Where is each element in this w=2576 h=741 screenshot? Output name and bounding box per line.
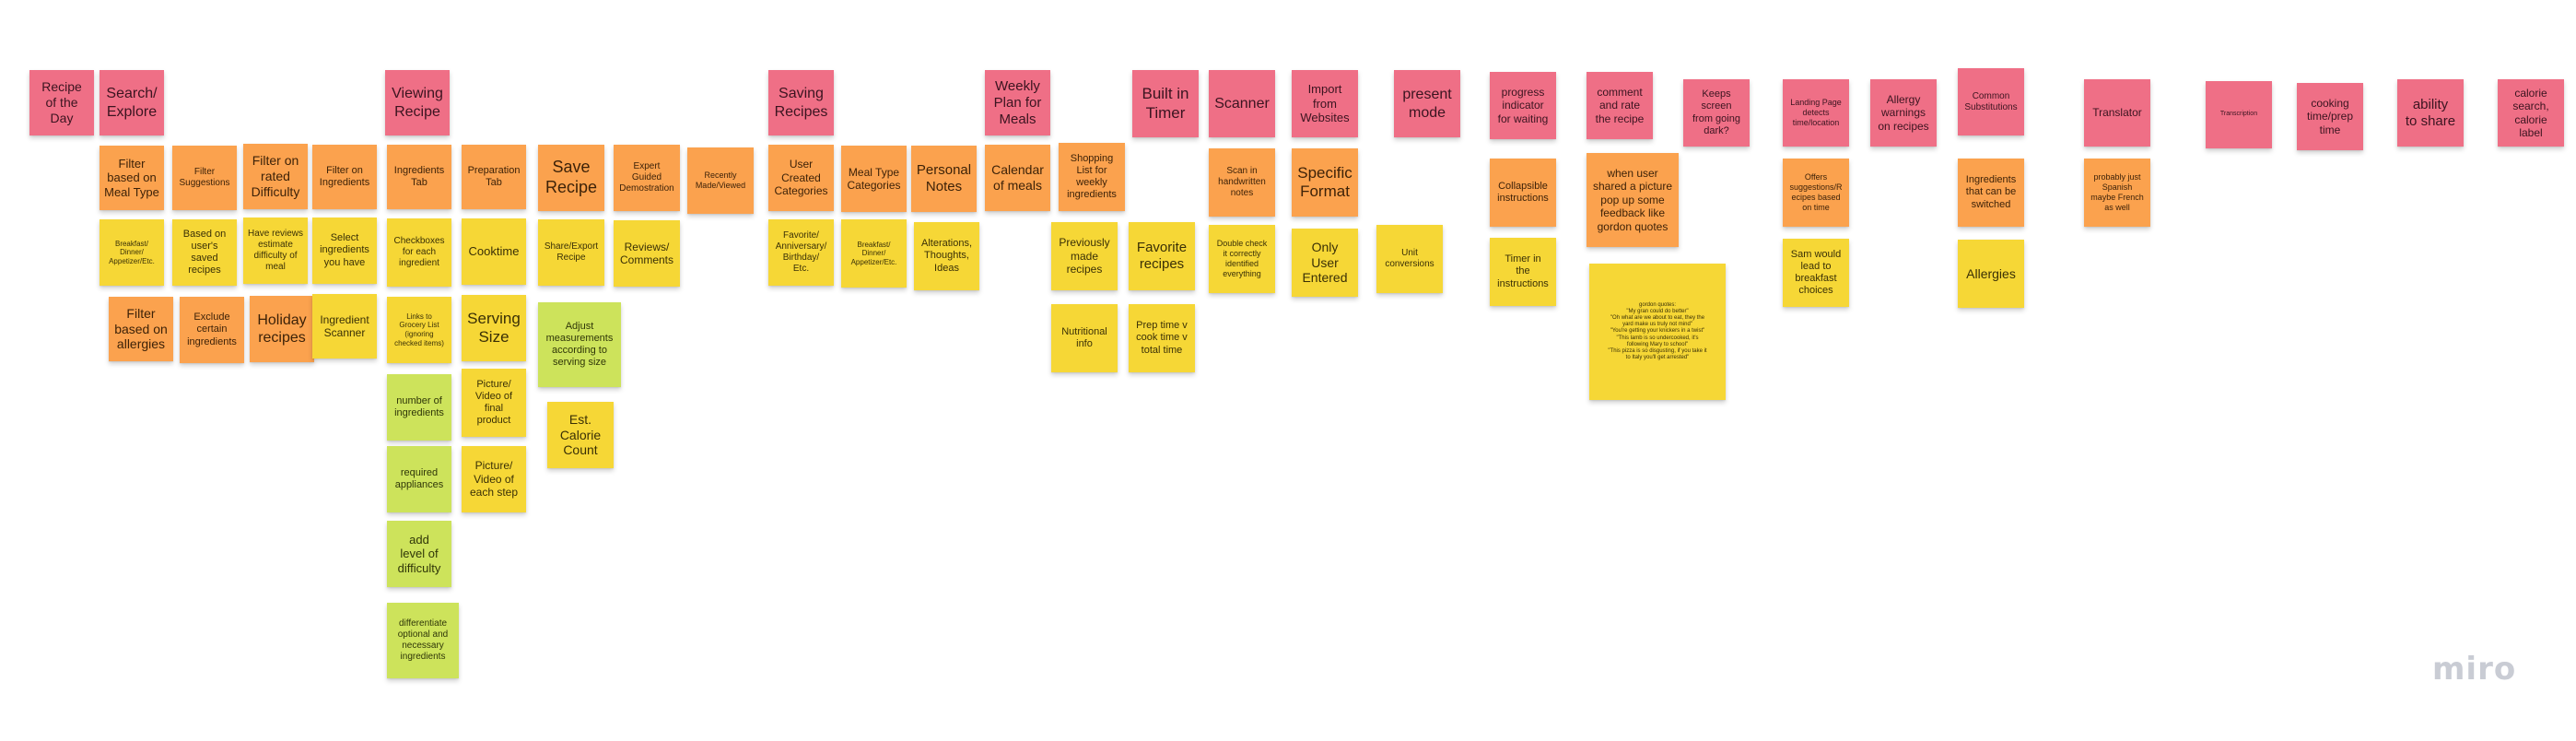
sticky-note[interactable]: Filter on rated Difficulty	[243, 144, 308, 209]
sticky-note[interactable]: progress indicator for waiting	[1490, 72, 1556, 139]
sticky-note[interactable]: comment and rate the recipe	[1587, 72, 1653, 139]
sticky-note[interactable]: gordon quotes: "My gran could do better"…	[1589, 264, 1726, 400]
sticky-note[interactable]: Preparation Tab	[462, 145, 526, 209]
sticky-note[interactable]: ability to share	[2397, 79, 2464, 147]
sticky-note[interactable]: Landing Page detects time/location	[1783, 79, 1849, 147]
sticky-note[interactable]: Common Substitutions	[1958, 68, 2024, 135]
sticky-note[interactable]: Double check it correctly identified eve…	[1209, 225, 1275, 293]
sticky-note[interactable]: Filter on Ingredients	[312, 145, 377, 209]
sticky-note[interactable]: Timer in the instructions	[1490, 238, 1556, 306]
sticky-note[interactable]: Alterations, Thoughts, Ideas	[914, 222, 979, 290]
sticky-note[interactable]: differentiate optional and necessary ing…	[387, 603, 459, 678]
sticky-note[interactable]: Est. Calorie Count	[547, 402, 614, 468]
sticky-note[interactable]: Expert Guided Demostration	[614, 145, 680, 211]
sticky-note[interactable]: Transcription	[2206, 81, 2272, 148]
sticky-note[interactable]: Weekly Plan for Meals	[985, 70, 1050, 135]
sticky-note[interactable]: Collapsible instructions	[1490, 159, 1556, 227]
sticky-note[interactable]: required appliances	[387, 446, 451, 512]
sticky-note[interactable]: Unit conversions	[1376, 225, 1443, 293]
sticky-note[interactable]: Exclude certain ingredients	[180, 297, 244, 363]
sticky-note[interactable]: calorie search, calorie label	[2498, 79, 2564, 147]
sticky-note[interactable]: Picture/ Video of each step	[462, 446, 526, 512]
sticky-note[interactable]: Nutritional info	[1051, 304, 1118, 372]
sticky-note[interactable]: Sam would lead to breakfast choices	[1783, 239, 1849, 307]
sticky-note[interactable]: Meal Type Categories	[841, 146, 907, 212]
sticky-note[interactable]: Holiday recipes	[250, 296, 314, 362]
sticky-note[interactable]: Favorite recipes	[1129, 222, 1195, 290]
sticky-note[interactable]: Search/ Explore	[100, 70, 164, 135]
sticky-note[interactable]: Serving Size	[462, 295, 526, 361]
sticky-note[interactable]: Offers suggestions/R ecipes based on tim…	[1783, 159, 1849, 227]
sticky-note[interactable]: Calendar of meals	[985, 145, 1050, 211]
sticky-note[interactable]: Ingredient Scanner	[312, 294, 377, 359]
sticky-note[interactable]: Favorite/ Anniversary/ Birthday/ Etc.	[768, 219, 834, 286]
sticky-note[interactable]: Personal Notes	[911, 146, 977, 212]
sticky-note[interactable]: Keeps screen from going dark?	[1683, 79, 1750, 147]
sticky-note[interactable]: Recipe of the Day	[29, 70, 94, 135]
sticky-note[interactable]: Built in Timer	[1132, 70, 1199, 137]
sticky-note[interactable]: Saving Recipes	[768, 70, 834, 135]
sticky-note[interactable]: Ingredients that can be switched	[1958, 159, 2024, 227]
sticky-note[interactable]: Previously made recipes	[1051, 222, 1118, 290]
sticky-note[interactable]: Filter Suggestions	[172, 146, 237, 210]
sticky-note[interactable]: Allergy warnings on recipes	[1870, 79, 1937, 147]
sticky-note[interactable]: Breakfast/ Dinner/ Appetizer/Etc.	[841, 219, 907, 288]
sticky-note[interactable]: present mode	[1394, 70, 1460, 137]
sticky-note[interactable]: Breakfast/ Dinner/ Appetizer/Etc.	[100, 219, 164, 286]
sticky-note[interactable]: Viewing Recipe	[385, 70, 450, 135]
sticky-note[interactable]: Translator	[2084, 79, 2150, 147]
sticky-note[interactable]: Scan in handwritten notes	[1209, 148, 1275, 217]
sticky-note[interactable]: when user shared a picture pop up some f…	[1587, 153, 1679, 247]
sticky-note[interactable]: number of ingredients	[387, 374, 451, 441]
sticky-note[interactable]: cooking time/prep time	[2297, 83, 2363, 150]
sticky-note[interactable]: Only User Entered	[1292, 229, 1358, 297]
sticky-note[interactable]: Filter based on Meal Type	[100, 146, 164, 210]
sticky-note[interactable]: Have reviews estimate difficulty of meal	[243, 218, 308, 284]
sticky-note[interactable]: Cooktime	[462, 218, 526, 285]
sticky-note[interactable]: Based on user's saved recipes	[172, 219, 237, 286]
sticky-note[interactable]: Checkboxes for each ingredient	[387, 218, 451, 287]
sticky-note[interactable]: probably just Spanish maybe French as we…	[2084, 159, 2150, 227]
sticky-note[interactable]: Reviews/ Comments	[614, 220, 680, 287]
miro-logo: miro	[2432, 651, 2517, 688]
sticky-note[interactable]: User Created Categories	[768, 145, 834, 211]
sticky-note[interactable]: Prep time v cook time v total time	[1129, 304, 1195, 372]
sticky-note[interactable]: Recently Made/Viewed	[687, 147, 754, 214]
sticky-note[interactable]: Adjust measurements according to serving…	[538, 302, 621, 387]
sticky-note[interactable]: Ingredients Tab	[387, 145, 451, 209]
sticky-note[interactable]: Allergies	[1958, 240, 2024, 308]
sticky-note[interactable]: Shopping List for weekly ingredients	[1059, 143, 1125, 211]
sticky-note[interactable]: Specific Format	[1292, 148, 1358, 217]
sticky-note[interactable]: Select ingredients you have	[312, 218, 377, 284]
sticky-note[interactable]: Import from Websites	[1292, 70, 1358, 137]
sticky-note[interactable]: Save Recipe	[538, 145, 604, 211]
sticky-note[interactable]: Links to Grocery List (ignoring checked …	[387, 297, 451, 363]
sticky-note[interactable]: Share/Export Recipe	[538, 219, 604, 286]
sticky-note[interactable]: Picture/ Video of final product	[462, 369, 526, 437]
sticky-note[interactable]: Scanner	[1209, 70, 1275, 137]
sticky-note[interactable]: Filter based on allergies	[109, 297, 173, 361]
sticky-note[interactable]: add level of difficulty	[387, 521, 451, 587]
